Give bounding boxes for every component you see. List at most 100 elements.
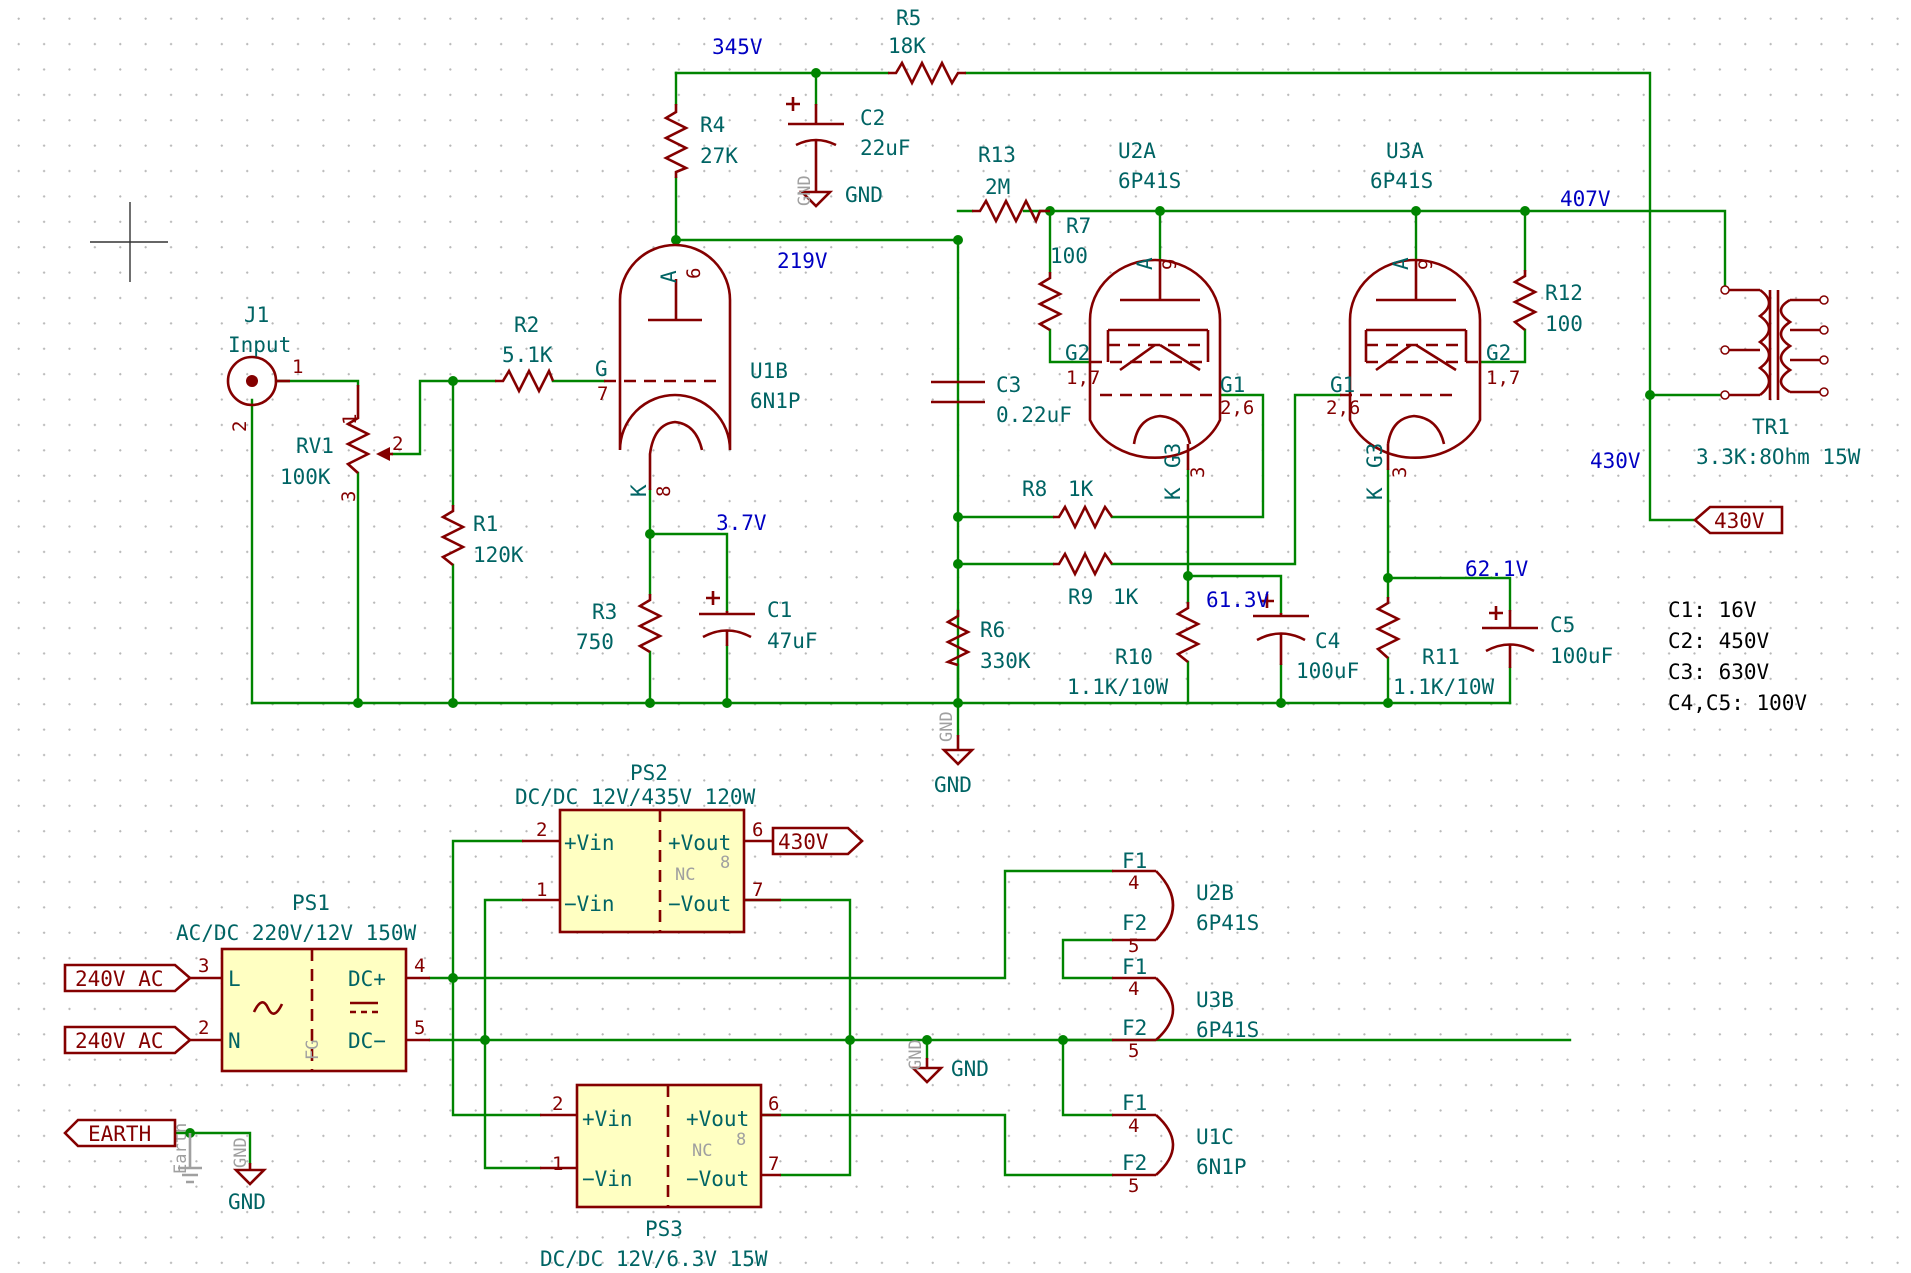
R9-value: 1K — [1113, 585, 1139, 609]
svg-text:K: K — [1161, 487, 1185, 500]
svg-text:2: 2 — [536, 819, 547, 841]
svg-text:3: 3 — [338, 491, 360, 502]
svg-text:4: 4 — [1128, 978, 1139, 1000]
R4-ref: R4 — [700, 113, 725, 137]
PS1-value: AC/DC 220V/12V 150W — [176, 921, 417, 945]
RV1-ref: RV1 — [296, 434, 334, 458]
svg-text:7: 7 — [768, 1153, 779, 1175]
capacitor-C3: C3 0.22uF — [931, 373, 1072, 427]
C3-value: 0.22uF — [996, 403, 1072, 427]
svg-text:A: A — [657, 270, 681, 283]
global-label-ac-n: 240V AC — [63, 1025, 192, 1055]
R10-value: 1.1K/10W — [1067, 675, 1169, 699]
potentiometer-RV1: RV1 100K 1 2 3 — [280, 385, 403, 502]
U1C-value: 6N1P — [1196, 1155, 1247, 1179]
svg-text:+Vout: +Vout — [668, 831, 731, 855]
svg-text:−Vin: −Vin — [564, 892, 615, 916]
U1B-ref: U1B — [750, 359, 788, 383]
resistor-R12: R12 100 — [1512, 270, 1583, 336]
note-1: C2: 450V — [1668, 629, 1770, 653]
R2-ref: R2 — [514, 313, 539, 337]
svg-text:F2: F2 — [1122, 1016, 1147, 1040]
svg-text:G2: G2 — [1065, 341, 1090, 365]
svg-text:DC−: DC− — [348, 1029, 386, 1053]
svg-text:2: 2 — [198, 1017, 209, 1039]
svg-text:345V: 345V — [712, 35, 763, 59]
svg-text:F2: F2 — [1122, 1151, 1147, 1175]
svg-text:8: 8 — [653, 486, 675, 497]
J1-ref: J1 — [244, 303, 269, 327]
svg-text:1: 1 — [536, 879, 547, 901]
svg-text:430V: 430V — [1714, 509, 1765, 533]
svg-text:2: 2 — [392, 433, 403, 455]
heater-U3B: U3B 6P41S F1 4 F2 5 — [1112, 955, 1259, 1062]
resistor-R5: R5 18K — [888, 6, 966, 86]
svg-text:2,6: 2,6 — [1220, 397, 1254, 419]
svg-text:−Vin: −Vin — [582, 1167, 633, 1191]
RV1-value: 100K — [280, 465, 331, 489]
svg-text:2: 2 — [229, 421, 251, 432]
svg-text:EARTH: EARTH — [88, 1122, 151, 1146]
R5-value: 18K — [888, 34, 926, 58]
gnd-main: GND GND — [934, 711, 976, 797]
resistor-R13: R13 2M — [972, 143, 1050, 225]
svg-text:G2: G2 — [1486, 341, 1511, 365]
svg-text:A: A — [1133, 257, 1157, 270]
svg-text:8: 8 — [736, 1130, 746, 1150]
U2A-ref: U2A — [1118, 139, 1156, 163]
resistor-R1: R1 120K — [440, 505, 524, 567]
global-label-430V-right: 430V — [1693, 505, 1784, 535]
C2-ref: C2 — [860, 106, 885, 130]
tube-U1B: U1B 6N1P A 6 G 7 K 8 — [595, 243, 801, 497]
global-label-earth: EARTH — [63, 1118, 177, 1148]
TR1-value: 3.3K:8Ohm 15W — [1696, 445, 1861, 469]
U3B-value: 6P41S — [1196, 1018, 1259, 1042]
svg-text:1: 1 — [292, 356, 303, 378]
svg-text:K: K — [627, 484, 651, 497]
svg-text:K: K — [1363, 487, 1387, 500]
resistor-R7: R7 100 — [1037, 214, 1091, 332]
U1C-ref: U1C — [1196, 1125, 1234, 1149]
R3-ref: R3 — [592, 600, 617, 624]
R8-value: 1K — [1068, 477, 1094, 501]
svg-text:240V AC: 240V AC — [75, 967, 164, 991]
C1-value: 47uF — [767, 629, 818, 653]
svg-text:3.7V: 3.7V — [716, 511, 767, 535]
svg-text:NC: NC — [692, 1141, 712, 1161]
svg-text:430V: 430V — [1590, 449, 1641, 473]
capacitor-rating-notes: C1: 16V C2: 450V C3: 630V C4,C5: 100V — [1668, 598, 1807, 715]
svg-text:−Vout: −Vout — [668, 892, 731, 916]
svg-text:3: 3 — [1389, 467, 1411, 478]
resistor-R3: R3 750 — [576, 594, 663, 654]
svg-text:+Vin: +Vin — [564, 831, 615, 855]
R2-value: 5.1K — [502, 343, 553, 367]
svg-text:4: 4 — [1128, 1115, 1139, 1137]
U2B-ref: U2B — [1196, 881, 1234, 905]
svg-text:219V: 219V — [777, 249, 828, 273]
R6-value: 330K — [980, 649, 1031, 673]
capacitor-C2: C2 22uF — [786, 97, 911, 172]
svg-text:4: 4 — [414, 955, 425, 977]
PS1-ref: PS1 — [292, 891, 330, 915]
note-3: C4,C5: 100V — [1668, 691, 1807, 715]
svg-text:1: 1 — [339, 414, 361, 425]
R11-ref: R11 — [1422, 645, 1460, 669]
capacitor-C4: C4 100uF — [1253, 594, 1359, 683]
svg-text:G3: G3 — [1363, 443, 1387, 468]
R12-ref: R12 — [1545, 281, 1583, 305]
R11-value: 1.1K/10W — [1393, 675, 1495, 699]
module-PS1: PS1 AC/DC 220V/12V 150W L N DC+ DC− 3 2 … — [176, 891, 430, 1073]
J1-value: Input — [228, 333, 291, 357]
svg-text:+Vin: +Vin — [582, 1107, 633, 1131]
R7-ref: R7 — [1066, 214, 1091, 238]
C3-ref: C3 — [996, 373, 1021, 397]
module-PS2: PS2 DC/DC 12V/435V 120W +Vin −Vin +Vout … — [515, 761, 781, 934]
svg-text:F1: F1 — [1122, 1091, 1147, 1115]
resistor-R2: R2 5.1K — [495, 313, 555, 394]
svg-text:−Vout: −Vout — [686, 1167, 749, 1191]
C5-value: 100uF — [1550, 644, 1613, 668]
tube-U3A: U3A 6P41S A 9 G2 1,7 G1 2,6 K G3 3 — [1326, 139, 1520, 500]
resistor-R6: R6 330K — [944, 610, 1031, 673]
PS2-value: DC/DC 12V/435V 120W — [515, 785, 756, 809]
